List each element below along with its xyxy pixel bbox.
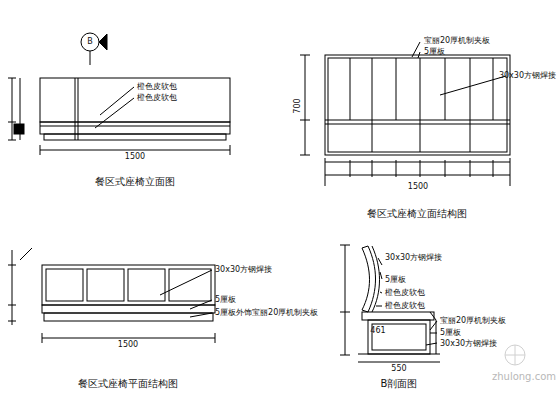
material-note: 30x30方钢焊接: [499, 71, 556, 81]
material-note: 5厘板: [215, 295, 236, 305]
dimension: 461: [370, 326, 385, 336]
material-note: 5厘板: [440, 328, 461, 338]
material-note: 橙色皮软包: [385, 301, 425, 311]
dimension: 1500: [118, 340, 138, 350]
dimension: 1500: [125, 152, 145, 162]
seat-section: [340, 245, 440, 362]
material-note: 30x30方钢焊接: [440, 339, 497, 349]
callout-letter: B: [87, 37, 93, 47]
dimension: 550: [391, 364, 406, 374]
view-caption: 餐区式座椅立面图: [95, 176, 175, 188]
material-note: 5厘板: [385, 275, 406, 285]
watermark-logo: [505, 345, 525, 365]
dimension: 1500: [408, 182, 428, 192]
material-note: 橙色皮软包: [137, 82, 177, 92]
frame-elevation: [300, 42, 510, 186]
material-note: 宝丽20厚机制夹板: [440, 316, 506, 326]
material-note: 5厘板: [424, 47, 445, 57]
material-note: 30x30方钢焊接: [215, 265, 272, 275]
view-caption: 餐区式座椅平面结构图: [78, 378, 178, 390]
material-note: 30x30方钢焊接: [385, 253, 442, 263]
frame-plan: [8, 248, 215, 343]
watermark: zhulong.com: [492, 372, 556, 382]
material-note: 5厘板外饰宝丽20厚机制夹板: [215, 308, 318, 318]
dimension: 700: [293, 98, 303, 113]
material-note: 宝丽20厚机制夹板: [424, 36, 490, 46]
material-note: 橙色皮软包: [137, 93, 177, 103]
material-note: 橙色皮软包: [385, 288, 425, 298]
view-caption: 餐区式座椅立面结构图: [367, 208, 467, 220]
seat-elevation: [8, 33, 230, 155]
view-caption: B剖面图: [381, 378, 418, 390]
